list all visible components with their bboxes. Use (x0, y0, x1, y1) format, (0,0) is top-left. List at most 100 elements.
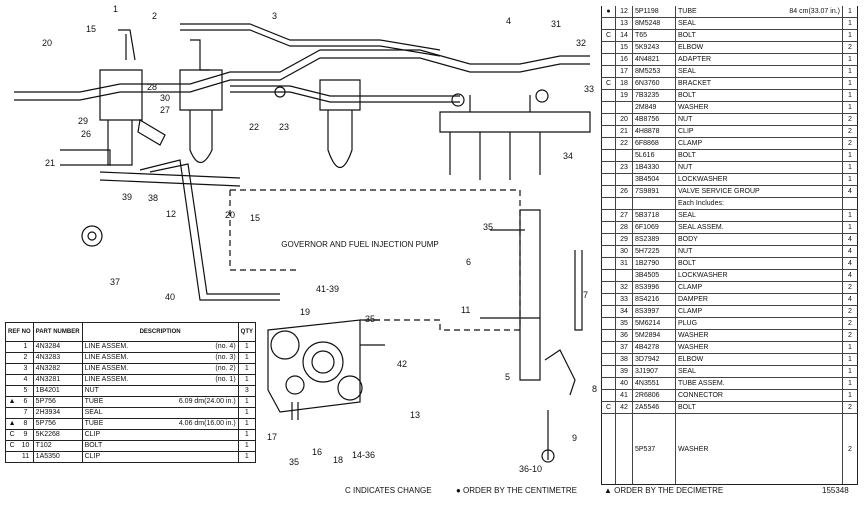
callout-label: 28 (147, 82, 157, 92)
part-description: TUBE (84, 420, 104, 427)
part-description: SEAL (678, 368, 696, 375)
description-cell: WASHER (675, 341, 843, 354)
description-cell: CLAMP (675, 305, 843, 318)
part-description: NUT (678, 248, 693, 255)
part-description: NUT (678, 116, 693, 123)
quantity: 4 (842, 185, 858, 198)
part-number: 4N3281 (32, 374, 83, 386)
callout-label: 7 (583, 290, 588, 300)
quantity: 1 (842, 53, 858, 66)
description-cell: SEAL (81, 407, 239, 419)
quantity: 1 (237, 396, 257, 408)
ref-number: 4 (18, 374, 34, 386)
quantity: 1 (842, 77, 858, 90)
part-description: CLIP (678, 128, 694, 135)
quantity: 1 (842, 161, 858, 174)
callout-label: 4 (506, 16, 511, 26)
row-marker (601, 113, 616, 126)
decimetre-note: ▲ ORDER BY THE DECIMETRE (604, 486, 724, 495)
ref-number (615, 149, 633, 162)
ref-number (615, 269, 633, 282)
row-marker (601, 365, 616, 378)
description-cell: WASHER (675, 101, 843, 114)
quantity: 2 (842, 329, 858, 342)
part-description: CONNECTOR (678, 392, 723, 399)
callout-label: 11 (461, 305, 470, 315)
callout-label: 22 (249, 122, 259, 132)
description-cell: CLIP (81, 451, 239, 463)
callout-label: 30 (160, 93, 170, 103)
quantity: 1 (842, 353, 858, 366)
part-description: CLIP (84, 453, 101, 460)
part-number: 4N3283 (32, 352, 83, 364)
ref-number: 37 (615, 341, 633, 354)
row-marker (5, 352, 19, 364)
ref-number: 10 (18, 440, 34, 452)
part-number: 5P1198 (632, 6, 676, 18)
description-cell: NUT (675, 113, 843, 126)
quantity (842, 197, 858, 210)
quantity: 2 (842, 137, 858, 150)
row-marker (601, 377, 616, 390)
row-marker (5, 374, 19, 386)
row-marker (5, 363, 19, 375)
part-number: 5M2894 (632, 329, 676, 342)
quantity: 4 (842, 233, 858, 246)
part-description: BOLT (678, 32, 696, 39)
ref-number: 20 (615, 113, 633, 126)
part-number: 8M5248 (632, 17, 676, 30)
description-cell: SEAL (675, 365, 843, 378)
ref-number: 32 (615, 281, 633, 294)
ref-number: 17 (615, 65, 633, 78)
quantity: 2 (842, 413, 858, 485)
callout-label: 23 (279, 122, 289, 132)
description-cell: WASHER (675, 329, 843, 342)
quantity: 2 (842, 125, 858, 138)
part-number: 5K9243 (632, 41, 676, 54)
part-note: 6.09 dm(24.00 in.) (178, 398, 236, 405)
description-cell: LINE ASSEM.(no. 1) (81, 374, 239, 386)
description-cell: SEAL ASSEM. (675, 221, 843, 234)
ref-number: 21 (615, 125, 633, 138)
ref-number: 18 (615, 77, 633, 90)
quantity: 1 (842, 6, 858, 18)
ref-number: 38 (615, 353, 633, 366)
quantity: 2 (842, 41, 858, 54)
description-cell: TUBE ASSEM. (675, 377, 843, 390)
quantity: 2 (842, 281, 858, 294)
part-description: CLIP (84, 431, 101, 438)
callout-label: 3 (272, 11, 277, 21)
quantity: 1 (842, 209, 858, 222)
part-number: 8S2389 (632, 233, 676, 246)
centimetre-note: ● ORDER BY THE CENTIMETRE (456, 486, 577, 495)
part-note: 84 cm(33.07 in.) (789, 8, 840, 15)
quantity: 3 (237, 385, 257, 397)
callout-label: 41-39 (316, 284, 339, 294)
description-cell: NUT (675, 161, 843, 174)
quantity: 1 (842, 341, 858, 354)
description-cell: CLAMP (675, 281, 843, 294)
part-description: SEAL (678, 20, 696, 27)
part-number: 1B4330 (632, 161, 676, 174)
col-header-ref-no: REF NO (5, 322, 34, 342)
part-description: ELBOW (678, 356, 704, 363)
description-cell: SEAL (675, 209, 843, 222)
part-number: 1A5350 (32, 451, 83, 463)
part-description: WASHER (678, 104, 709, 111)
callout-labels: 1 2 3 4 5 6 7 8 9 11 12 13 14-36 15 15 1… (42, 4, 597, 474)
ref-number: 28 (615, 221, 633, 234)
quantity: 4 (842, 293, 858, 306)
